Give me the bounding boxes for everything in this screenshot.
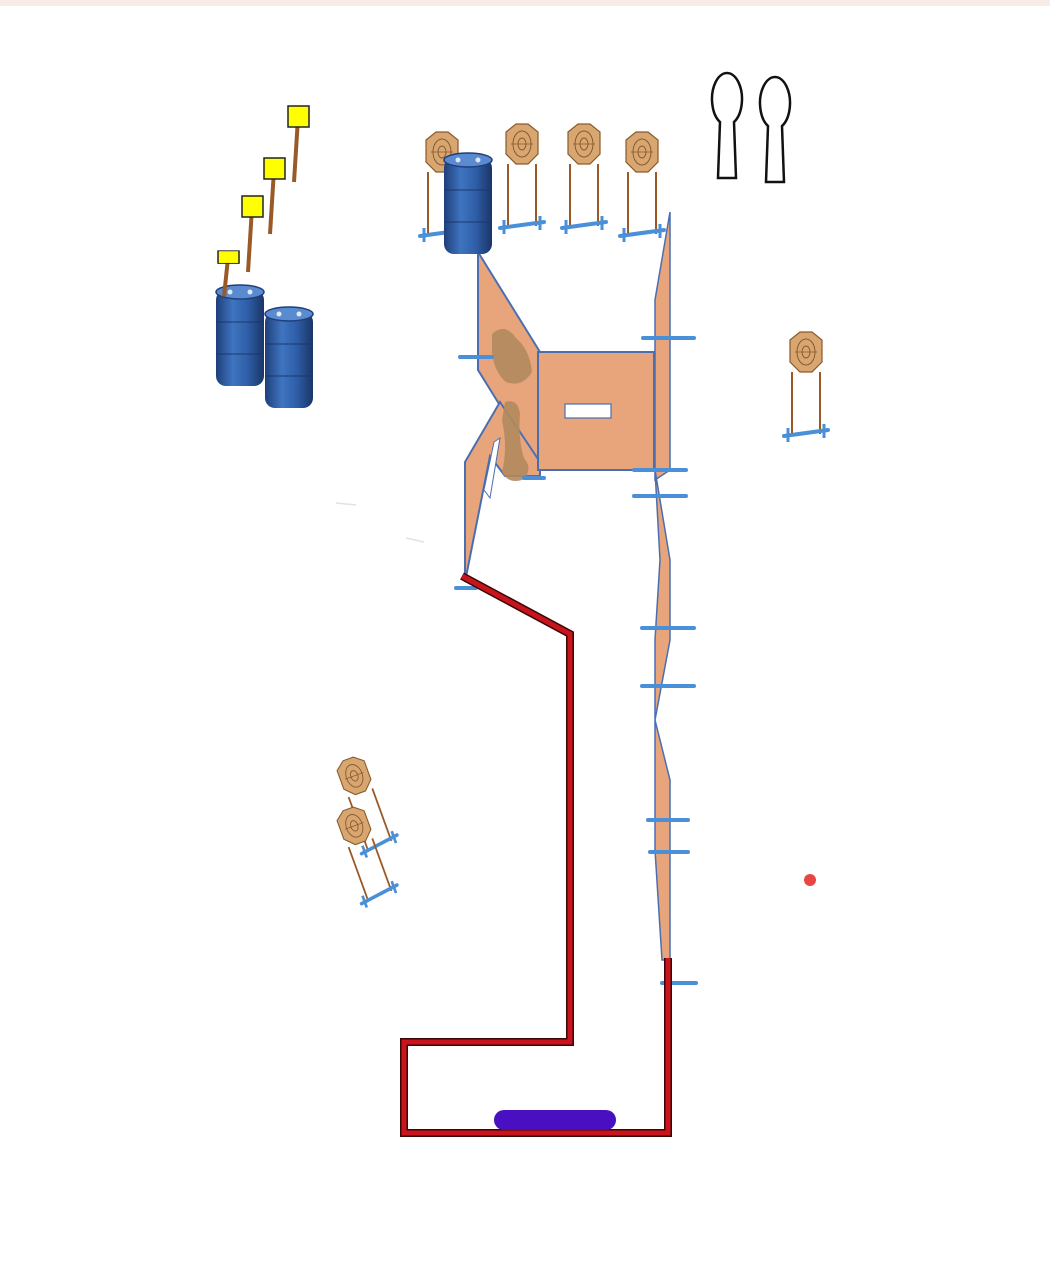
target-icon [560, 122, 608, 236]
target-icon [782, 330, 830, 444]
fault-line-upper [400, 572, 672, 1137]
paper-targets [327, 122, 830, 911]
top-band [0, 0, 1050, 6]
dot-icon [804, 874, 816, 886]
wall-panel-right-mid [654, 469, 671, 721]
target-icon [498, 122, 546, 236]
barrel-icon [264, 306, 314, 409]
stray-marks [335, 502, 425, 543]
markers [216, 104, 311, 299]
barrel-icon [215, 284, 265, 387]
steel-poppers [710, 71, 792, 184]
popper-icon [758, 75, 792, 184]
start-position-bar [494, 1110, 616, 1130]
wall-panels [464, 211, 671, 961]
wall-panel-center [537, 351, 655, 471]
popper-icon [710, 71, 744, 180]
flag-icon [286, 104, 311, 184]
wall-panel-port-window [483, 436, 501, 500]
target-icon [327, 750, 403, 861]
wall-panel-right-long [654, 211, 671, 482]
barrel-icon [443, 152, 493, 255]
barrels [215, 152, 493, 409]
port-window [564, 403, 612, 419]
shooter-silhouette [492, 328, 532, 481]
fault-lines [400, 572, 672, 1137]
wall-panel-right-low [654, 719, 671, 961]
flag-icon [262, 156, 287, 236]
target-icon [618, 130, 666, 244]
flag-icon [240, 194, 265, 274]
